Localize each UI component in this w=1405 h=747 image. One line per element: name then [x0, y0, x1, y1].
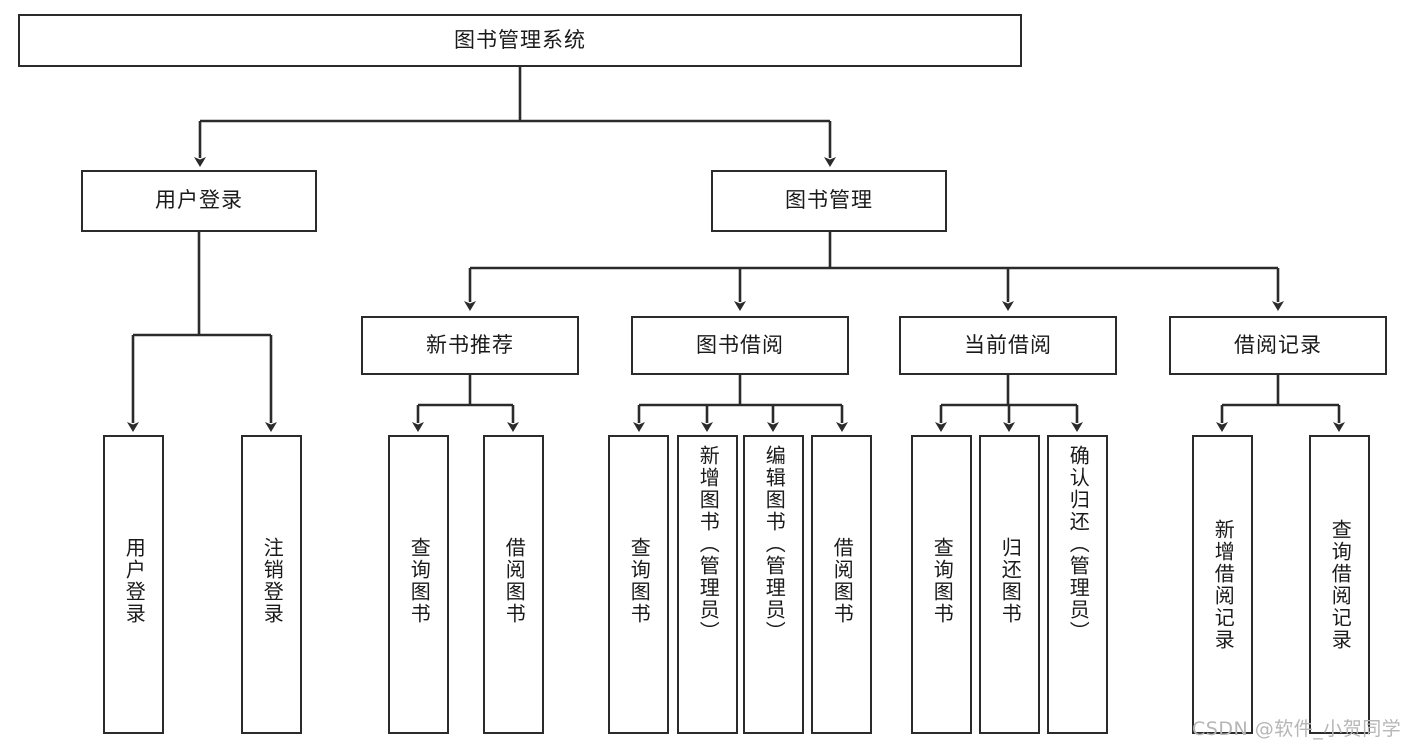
node-new-book-recommend[interactable]: 新书推荐: [361, 316, 579, 375]
node-label: 借阅记录: [1234, 332, 1322, 357]
node-leaf-user-login[interactable]: 用户登录: [103, 435, 164, 734]
node-leaf-query-book-1[interactable]: 查询图书: [388, 435, 449, 734]
node-label: 查询借阅记录: [1328, 519, 1353, 651]
node-leaf-borrow-book-1[interactable]: 借阅图书: [483, 435, 544, 734]
node-current-borrow[interactable]: 当前借阅: [899, 316, 1117, 375]
node-leaf-query-record[interactable]: 查询借阅记录: [1309, 435, 1370, 734]
node-label: 查询图书: [627, 537, 652, 625]
node-leaf-return-book[interactable]: 归还图书: [979, 435, 1040, 734]
node-label: 确认归还（管理员）: [1066, 445, 1091, 643]
node-label: 新增图书（管理员）: [696, 445, 721, 643]
node-leaf-add-book[interactable]: 新增图书（管理员）: [677, 435, 738, 734]
node-label: 当前借阅: [964, 332, 1052, 357]
node-label: 查询图书: [930, 537, 955, 625]
node-label: 用户登录: [122, 537, 147, 625]
node-leaf-query-book-3[interactable]: 查询图书: [911, 435, 972, 734]
node-book-borrow[interactable]: 图书借阅: [631, 316, 849, 375]
node-leaf-add-record[interactable]: 新增借阅记录: [1192, 435, 1253, 734]
csdn-watermark: CSDN @软件_小贺同学: [1192, 718, 1402, 740]
node-label: 借阅图书: [502, 537, 527, 625]
node-label: 注销登录: [260, 537, 285, 625]
node-label: 图书借阅: [696, 332, 784, 357]
node-label: 用户登录: [155, 188, 243, 213]
node-leaf-query-book-2[interactable]: 查询图书: [608, 435, 669, 734]
node-label: 归还图书: [998, 537, 1023, 625]
node-leaf-edit-book[interactable]: 编辑图书（管理员）: [743, 435, 804, 734]
node-label: 新书推荐: [426, 332, 514, 357]
node-label: 编辑图书（管理员）: [762, 445, 787, 643]
node-label: 新增借阅记录: [1211, 519, 1236, 651]
node-book-management[interactable]: 图书管理: [711, 170, 947, 232]
node-user-login[interactable]: 用户登录: [81, 170, 317, 232]
node-leaf-confirm-return[interactable]: 确认归还（管理员）: [1047, 435, 1108, 734]
node-leaf-logout[interactable]: 注销登录: [241, 435, 302, 734]
node-leaf-borrow-book-2[interactable]: 借阅图书: [811, 435, 872, 734]
node-label: 借阅图书: [830, 537, 855, 625]
node-label: 图书管理: [785, 188, 873, 213]
node-book-management-system[interactable]: 图书管理系统: [18, 14, 1022, 67]
node-borrow-record[interactable]: 借阅记录: [1169, 316, 1387, 375]
node-label: 图书管理系统: [454, 27, 586, 52]
node-label: 查询图书: [407, 537, 432, 625]
